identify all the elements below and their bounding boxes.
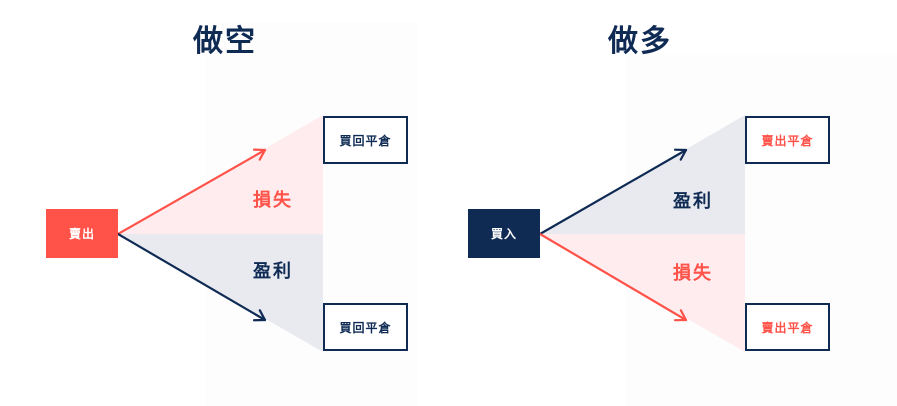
- arrow-lower: [538, 232, 688, 322]
- zone-label-profit: 盈利: [253, 261, 293, 282]
- buy-to-close-box-lower: 買回平倉: [323, 303, 408, 351]
- arrow-lower-head: [252, 309, 267, 322]
- buy-source-box: 買入: [468, 209, 540, 258]
- zone-label-loss: 損失: [253, 190, 293, 211]
- zone-label-profit: 盈利: [673, 191, 713, 212]
- sell-to-close-box-lower: 賣出平倉: [745, 303, 830, 351]
- arrow-upper-head: [673, 148, 688, 161]
- buy-to-close-box-upper: 買回平倉: [323, 116, 408, 164]
- arrow-lower-head: [673, 309, 688, 322]
- title-short: 做空: [193, 24, 257, 59]
- arrow-upper: [538, 148, 688, 236]
- title-long: 做多: [608, 24, 672, 59]
- sell-to-close-box-upper: 賣出平倉: [745, 116, 830, 164]
- arrow-upper-head: [252, 148, 267, 161]
- zone-label-loss: 損失: [673, 263, 713, 284]
- arrow-lower: [116, 232, 267, 322]
- sell-source-box: 賣出: [46, 209, 118, 258]
- arrow-upper: [116, 148, 267, 236]
